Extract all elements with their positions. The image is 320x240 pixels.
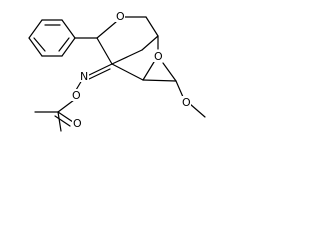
bond xyxy=(57,99,75,113)
chemical-structure: O O O N O O xyxy=(28,10,206,132)
atom-label: O xyxy=(73,117,82,130)
bond xyxy=(142,79,177,82)
atom-label: O xyxy=(154,50,163,63)
bond xyxy=(175,80,184,98)
double-bond xyxy=(88,68,111,80)
bond xyxy=(111,49,143,65)
bond xyxy=(28,19,43,39)
atom-label: O xyxy=(182,96,191,109)
aromatic-bond xyxy=(33,37,46,52)
atom-n-oxime: N xyxy=(79,70,89,83)
bond xyxy=(189,103,206,118)
bond xyxy=(61,19,76,39)
atom-label: O xyxy=(72,89,81,102)
atom-label: N xyxy=(80,70,88,83)
atom-o-ring-right: O xyxy=(153,50,163,63)
bond xyxy=(96,37,113,65)
double-bond xyxy=(57,111,74,123)
bond xyxy=(61,37,76,57)
bond xyxy=(111,63,144,81)
aromatic-bond xyxy=(58,37,70,52)
bond xyxy=(162,62,177,82)
atom-o-methoxy: O xyxy=(181,96,191,109)
bond xyxy=(57,111,62,132)
phenyl-ring xyxy=(28,19,76,57)
atom-o-ring-top: O xyxy=(115,10,125,23)
bond xyxy=(142,61,155,81)
bond xyxy=(96,21,117,39)
atom-label: O xyxy=(116,10,125,23)
double-bond xyxy=(86,63,113,77)
atom-o-oxime: O xyxy=(71,89,81,102)
bond xyxy=(28,37,43,57)
bond xyxy=(145,16,159,37)
double-bond xyxy=(54,115,71,127)
bond xyxy=(141,35,159,51)
atom-o-carbonyl: O xyxy=(72,117,82,130)
